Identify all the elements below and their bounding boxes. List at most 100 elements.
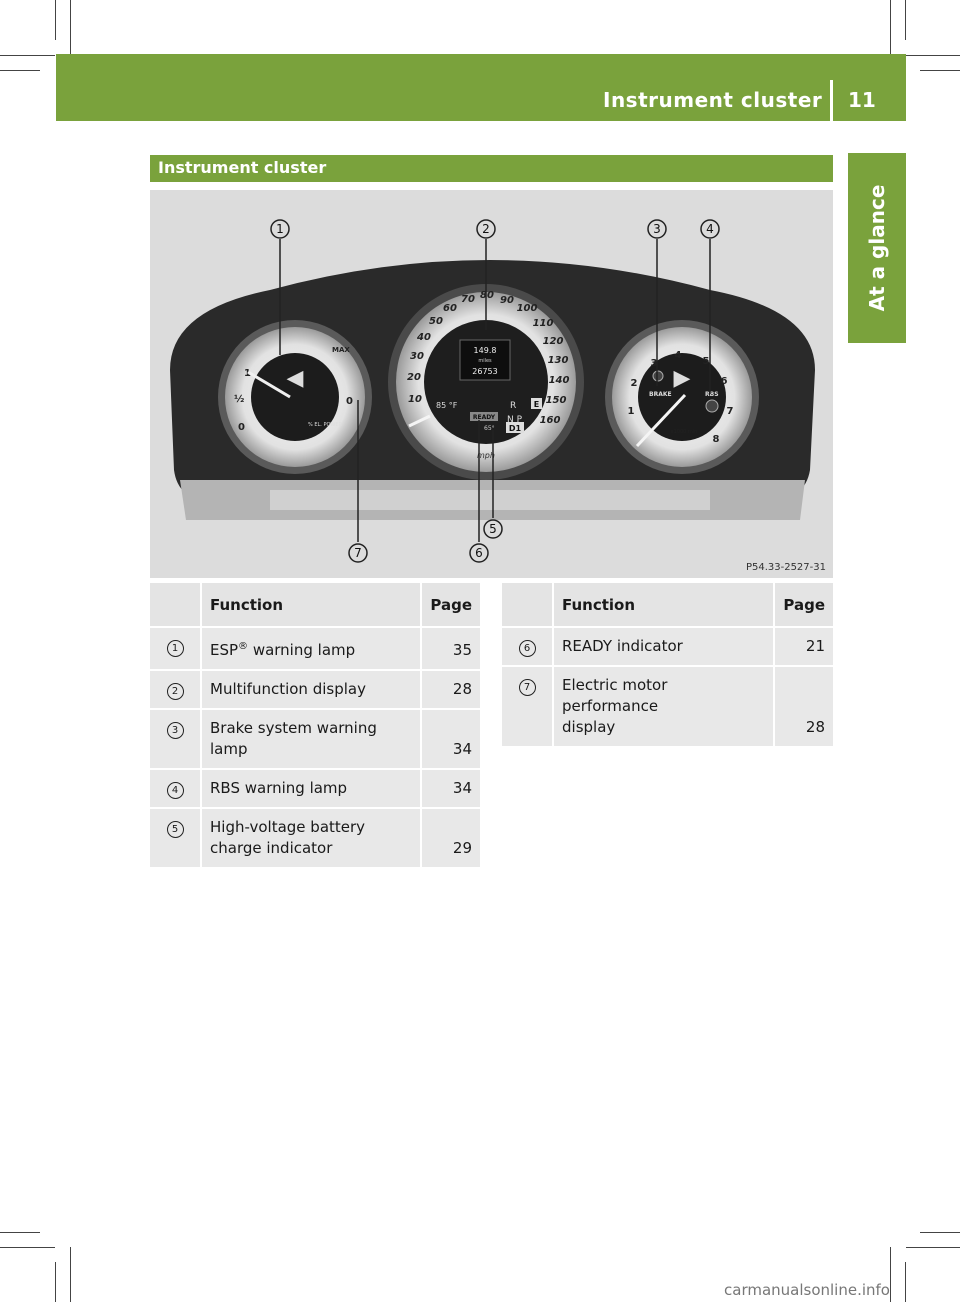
callout-marker: 4 <box>166 782 184 799</box>
crop-mark <box>906 1247 960 1248</box>
function-cell: READY indicator <box>554 628 774 667</box>
callout-2: 2 <box>482 222 490 236</box>
table-row: 3 Brake system warning lamp 34 <box>150 710 480 770</box>
page-cell: 29 <box>420 809 480 869</box>
crop-mark <box>905 0 906 40</box>
crop-mark <box>890 1247 891 1302</box>
header-title: Instrument cluster <box>603 88 823 112</box>
side-tab <box>848 153 906 343</box>
tick-label: 4 <box>675 350 682 361</box>
table-row: 6 READY indicator 21 <box>502 628 833 667</box>
rpm-unit-label: x1000 min <box>671 429 698 435</box>
range-value: 149.8 <box>474 346 497 355</box>
page-cell: 34 <box>420 710 480 770</box>
tick-label: 6 <box>721 376 728 387</box>
tick-label: 120 <box>543 336 564 347</box>
brake-lamp-label: BRAKE <box>649 391 672 398</box>
callout-marker: 1 <box>166 640 184 657</box>
section-title: Instrument cluster <box>158 158 327 177</box>
page-header: Page <box>420 583 480 628</box>
odometer-value: 26753 <box>472 367 497 376</box>
multifunction-display <box>459 339 511 381</box>
callout-6: 6 <box>475 546 483 560</box>
callout-marker: 6 <box>518 640 536 657</box>
function-header: Function <box>554 583 774 628</box>
gear-np: N P <box>507 415 523 425</box>
tick-label: 100 <box>517 303 538 314</box>
gear-r: R <box>510 401 516 411</box>
tick-label: 150 <box>546 395 567 406</box>
function-header: Function <box>202 583 421 628</box>
callout-5: 5 <box>489 522 497 536</box>
tick-label: 8 <box>713 434 720 445</box>
tick-label: 7 <box>727 406 734 417</box>
power-unit-label: % EL. POWER <box>308 422 343 428</box>
tick-label: 3 <box>651 358 658 369</box>
crop-mark <box>920 70 960 71</box>
page-cell: 28 <box>773 667 833 748</box>
tick-label: 0 <box>346 396 353 407</box>
cluster-lip <box>270 490 710 510</box>
num-header <box>150 583 202 628</box>
callout-marker: 5 <box>166 821 184 838</box>
table-row: 4 RBS warning lamp 34 <box>150 770 480 809</box>
table-header-row: Function Page <box>502 583 833 628</box>
callout-marker: 3 <box>166 722 184 739</box>
crop-mark <box>905 1262 906 1302</box>
num-header <box>502 583 554 628</box>
tick-label: 2 <box>631 378 638 389</box>
function-table-left: Function Page 1 ESP® warning lamp 35 2 M… <box>150 583 480 869</box>
arrow-right-icon: ▶ <box>674 366 691 391</box>
speed-unit: mph <box>477 451 495 460</box>
tick-label: 80 <box>480 290 494 301</box>
side-tab-label: At a glance <box>865 184 889 312</box>
tick-label: 30 <box>410 351 424 362</box>
callout-7: 7 <box>354 546 362 560</box>
crop-mark <box>70 0 71 55</box>
crop-mark <box>920 1232 960 1233</box>
crop-mark <box>0 1232 40 1233</box>
tick-label: 40 <box>416 332 431 343</box>
page-cell: 35 <box>420 628 480 671</box>
table-header-row: Function Page <box>150 583 480 628</box>
function-cell: Multifunction display <box>202 671 421 710</box>
tick-label: 50 <box>429 316 443 327</box>
tick-label: 10 <box>408 394 422 405</box>
page-cell: 21 <box>773 628 833 667</box>
tick-label: 90 <box>500 295 514 306</box>
figure-ref-code: P54.33-2527-31 <box>746 562 826 573</box>
page-cell: 34 <box>420 770 480 809</box>
function-cell: ESP® warning lamp <box>202 628 421 671</box>
table-row: 2 Multifunction display 28 <box>150 671 480 710</box>
tick-label: 110 <box>533 318 554 329</box>
tick-label: 20 <box>407 372 421 383</box>
callout-marker: 7 <box>518 679 536 696</box>
range-unit: miles <box>478 358 492 364</box>
tick-label: 140 <box>549 375 570 386</box>
tick-label: 0 <box>238 422 245 433</box>
arrow-left-icon: ◀ <box>287 366 304 391</box>
instrument-cluster-figure: ◀ 0 ½ 1 MAX 0 % EL. POWER 149.8 miles 26… <box>150 190 833 578</box>
rbs-lamp-label: RBS <box>705 391 719 398</box>
function-table-right: Function Page 6 READY indicator 21 7 Ele… <box>502 583 833 748</box>
gear-e: E <box>534 400 539 409</box>
crop-mark <box>55 1262 56 1302</box>
function-cell: RBS warning lamp <box>202 770 421 809</box>
tick-label: 1 <box>244 368 251 379</box>
callout-1: 1 <box>276 222 284 236</box>
outside-temp: 65° <box>484 425 495 432</box>
crop-mark <box>55 0 56 40</box>
rbs-warning-icon <box>705 399 719 413</box>
watermark: carmanualsonline.info <box>724 1281 890 1299</box>
brake-warning-icon <box>652 370 664 382</box>
crop-mark <box>906 55 960 56</box>
table-row: 1 ESP® warning lamp 35 <box>150 628 480 671</box>
page-cell: 28 <box>420 671 480 710</box>
callout-marker: 2 <box>166 683 184 700</box>
function-cell: Brake system warning lamp <box>202 710 421 770</box>
callout-4: 4 <box>706 222 714 236</box>
tick-label: 160 <box>540 415 561 426</box>
